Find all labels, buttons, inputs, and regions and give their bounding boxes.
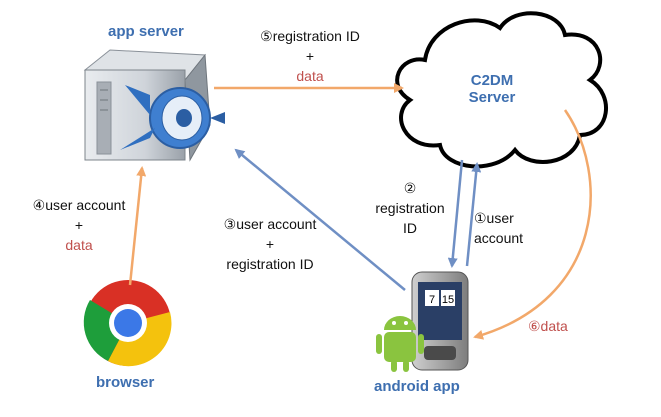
arrow-step1-android-to-c2dm xyxy=(465,162,482,267)
arrow-step3-android-to-app-server xyxy=(234,148,406,291)
step4-label: ④user account + data xyxy=(20,195,138,255)
step5-line1: ⑤registration ID xyxy=(260,28,360,44)
step2-label: ② registration ID xyxy=(362,178,458,238)
browser-title: browser xyxy=(96,374,155,391)
step5-label: ⑤registration ID + data xyxy=(245,26,375,86)
android-phone-icon: 7 15 xyxy=(411,271,469,371)
c2dm-title: C2DM Server xyxy=(462,72,522,106)
step4-line2: + xyxy=(74,217,84,233)
step3-line1: ③user account xyxy=(223,216,317,232)
clock-minute: 15 xyxy=(442,294,454,306)
step4-line3: data xyxy=(65,237,93,253)
step4-line1: ④user account xyxy=(32,197,126,213)
step3-line3: registration ID xyxy=(226,256,314,272)
step5-line3: data xyxy=(296,68,324,84)
step2-line2: ID xyxy=(403,220,417,236)
step6-label: ⑥data xyxy=(528,318,568,334)
c2dm-title-line1: C2DM xyxy=(470,72,514,89)
clock-hour: 7 xyxy=(429,294,435,306)
step3-line2: + xyxy=(265,236,275,252)
arrow-step4-browser-to-app-server xyxy=(128,166,147,286)
app-server-title: app server xyxy=(108,23,184,40)
app-server-icon xyxy=(83,49,225,162)
step2-line1: registration xyxy=(375,200,445,216)
step1-label: ①user account xyxy=(474,208,523,248)
arrow-step2-c2dm-to-android xyxy=(447,159,464,268)
browser-chrome-icon xyxy=(83,280,172,367)
step1-line1: ①user xyxy=(474,210,514,226)
c2dm-title-line2: Server xyxy=(468,89,516,106)
android-robot-icon xyxy=(376,316,424,372)
step5-line2: + xyxy=(305,48,315,64)
step1-line2: account xyxy=(474,230,524,246)
android-app-title: android app xyxy=(374,378,460,395)
arrow-step6-c2dm-to-android xyxy=(473,109,592,340)
step2-number: ② xyxy=(403,180,417,196)
step3-label: ③user account + registration ID xyxy=(210,214,330,274)
